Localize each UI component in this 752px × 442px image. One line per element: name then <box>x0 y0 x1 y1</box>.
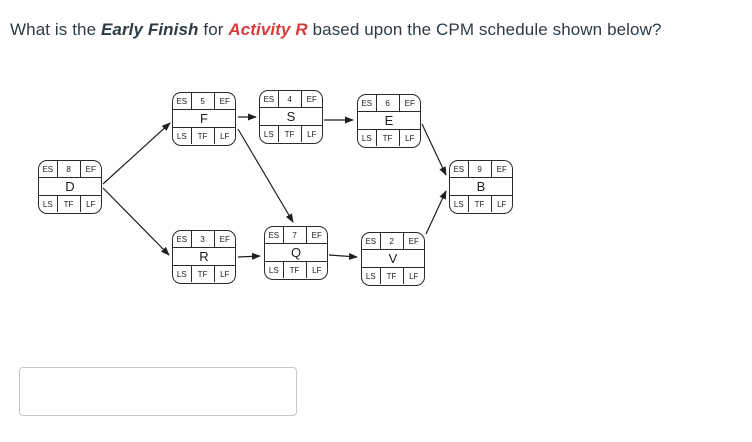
activity-letter: F <box>173 109 235 128</box>
activity-letter: Q <box>265 243 327 262</box>
duration-value: 4 <box>279 91 302 107</box>
lf-label: LF <box>497 199 507 209</box>
es-label: ES <box>362 233 381 249</box>
ls-label: LS <box>358 130 377 146</box>
edge-R-to-Q <box>237 252 261 260</box>
answer-input[interactable] <box>19 367 297 416</box>
duration-value: 6 <box>377 95 400 111</box>
lf-label: LF <box>220 269 230 279</box>
edge-D-to-F <box>102 122 171 185</box>
es-label: ES <box>173 93 192 109</box>
lf-label: LF <box>220 131 230 141</box>
ef-label: EF <box>404 98 415 108</box>
tf-label: TF <box>381 268 404 284</box>
edge-Q-to-V <box>328 252 358 260</box>
es-label: ES <box>173 231 192 247</box>
question-middle: for <box>198 20 229 39</box>
ef-label: EF <box>219 96 230 106</box>
lf-label: LF <box>86 199 96 209</box>
lf-label: LF <box>307 129 317 139</box>
question-term-activity-r: Activity R <box>228 20 308 39</box>
ls-label: LS <box>260 126 279 142</box>
edge-V-to-B <box>425 190 447 235</box>
lf-label: LF <box>409 271 419 281</box>
es-label: ES <box>450 161 469 177</box>
duration-value: 3 <box>192 231 215 247</box>
tf-label: TF <box>284 262 307 278</box>
activity-letter: S <box>260 107 322 126</box>
ls-label: LS <box>450 196 469 212</box>
question-term-early-finish: Early Finish <box>100 20 199 39</box>
duration-value: 5 <box>192 93 215 109</box>
es-label: ES <box>260 91 279 107</box>
ef-label: EF <box>408 236 419 246</box>
ls-label: LS <box>173 266 192 282</box>
edge-F-to-Q <box>237 128 294 223</box>
ef-label: EF <box>306 94 317 104</box>
activity-letter: E <box>358 111 420 130</box>
es-label: ES <box>39 161 58 177</box>
ls-label: LS <box>265 262 284 278</box>
ls-label: LS <box>39 196 58 212</box>
tf-label: TF <box>192 128 215 144</box>
tf-label: TF <box>469 196 492 212</box>
ef-label: EF <box>219 234 230 244</box>
duration-value: 8 <box>58 161 81 177</box>
edge-D-to-R <box>102 187 170 256</box>
activity-letter: V <box>362 249 424 268</box>
duration-value: 2 <box>381 233 404 249</box>
ls-label: LS <box>173 128 192 144</box>
tf-label: TF <box>279 126 302 142</box>
es-label: ES <box>358 95 377 111</box>
lf-label: LF <box>312 265 322 275</box>
ef-label: EF <box>85 164 96 174</box>
question-text: What is the Early Finish for Activity R … <box>10 18 750 42</box>
tf-label: TF <box>192 266 215 282</box>
activity-letter: D <box>39 177 101 196</box>
duration-value: 9 <box>469 161 492 177</box>
question-suffix: based upon the CPM schedule shown below? <box>307 20 662 39</box>
ef-label: EF <box>311 230 322 240</box>
lf-label: LF <box>405 133 415 143</box>
question-prefix: What is the <box>10 20 101 39</box>
tf-label: TF <box>377 130 400 146</box>
activity-letter: B <box>450 177 512 196</box>
ef-label: EF <box>496 164 507 174</box>
ls-label: LS <box>362 268 381 284</box>
tf-label: TF <box>58 196 81 212</box>
es-label: ES <box>265 227 284 243</box>
duration-value: 7 <box>284 227 307 243</box>
edge-E-to-B <box>421 123 447 176</box>
activity-letter: R <box>173 247 235 266</box>
